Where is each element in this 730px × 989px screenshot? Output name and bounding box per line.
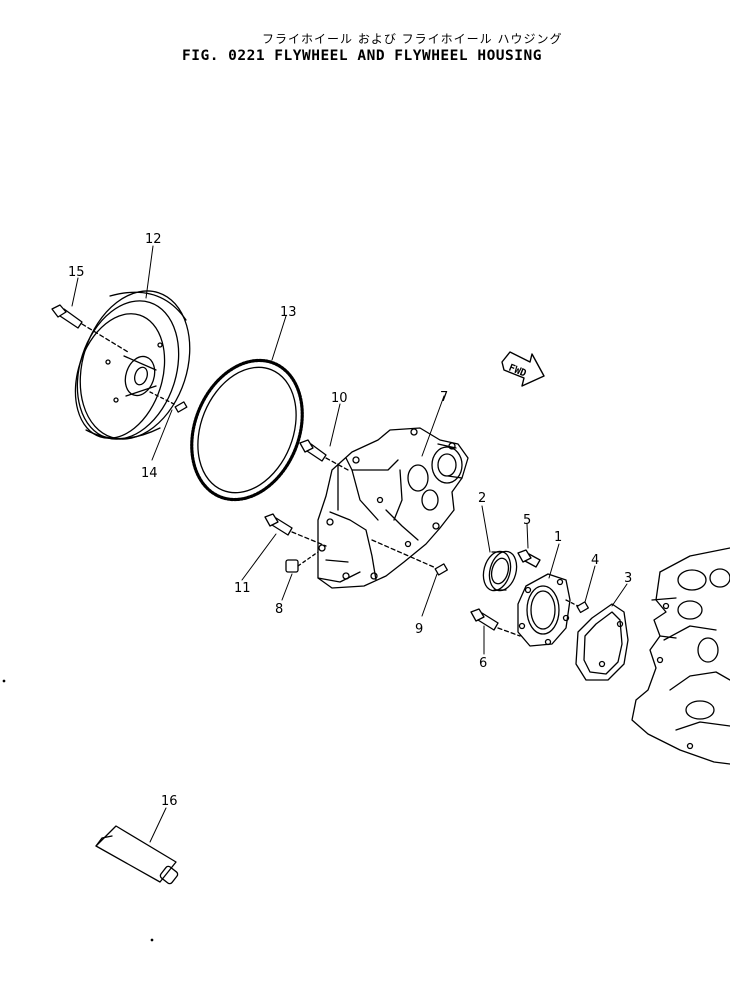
callout-6: 6 bbox=[479, 656, 487, 671]
forward-direction-arrow bbox=[501, 351, 545, 387]
flywheel-bolt-part bbox=[51, 304, 129, 353]
plug-part bbox=[285, 551, 319, 573]
retainer-bolt-upper-part bbox=[517, 549, 541, 568]
callout-8: 8 bbox=[275, 602, 283, 617]
callout-2: 2 bbox=[478, 491, 486, 506]
retainer-pin-part bbox=[565, 599, 589, 614]
flywheel-housing-part bbox=[317, 427, 469, 589]
housing-bolt-upper-part bbox=[299, 439, 349, 471]
callout-14: 14 bbox=[141, 466, 158, 481]
callout-3: 3 bbox=[624, 571, 632, 586]
housing-pin-part bbox=[371, 539, 448, 576]
callout-9: 9 bbox=[415, 622, 423, 637]
callout-15: 15 bbox=[68, 265, 85, 280]
seal-retainer-part bbox=[517, 573, 571, 647]
figure-title: FIG. 0221 FLYWHEEL AND FLYWHEEL HOUSING bbox=[182, 48, 542, 64]
oil-seal-part bbox=[482, 550, 518, 592]
engine-block-part bbox=[631, 547, 730, 765]
forward-label: FWD bbox=[507, 363, 528, 380]
callout-5: 5 bbox=[523, 513, 531, 528]
callout-1: 1 bbox=[554, 530, 562, 545]
dowel-pin-part bbox=[149, 391, 188, 413]
callout-16: 16 bbox=[161, 794, 178, 809]
flywheel-part bbox=[74, 290, 191, 440]
housing-bolt-lower-part bbox=[264, 513, 327, 547]
sealant-tube-part bbox=[95, 825, 179, 885]
leader-lines bbox=[71, 245, 628, 843]
callout-13: 13 bbox=[280, 305, 297, 320]
callout-7: 7 bbox=[440, 390, 448, 405]
figure-title-japanese: フライホイール および フライホイール ハウジング bbox=[262, 32, 563, 46]
callout-10: 10 bbox=[331, 391, 348, 406]
ring-gear-part bbox=[190, 358, 304, 502]
callout-11: 11 bbox=[234, 581, 251, 596]
callout-labels: 1 2 3 4 5 6 7 8 9 10 11 12 13 14 15 16 bbox=[68, 232, 632, 809]
retainer-bolt-lower-part bbox=[470, 608, 521, 637]
gasket-part bbox=[575, 603, 629, 681]
callout-4: 4 bbox=[591, 553, 599, 568]
callout-12: 12 bbox=[145, 232, 162, 247]
